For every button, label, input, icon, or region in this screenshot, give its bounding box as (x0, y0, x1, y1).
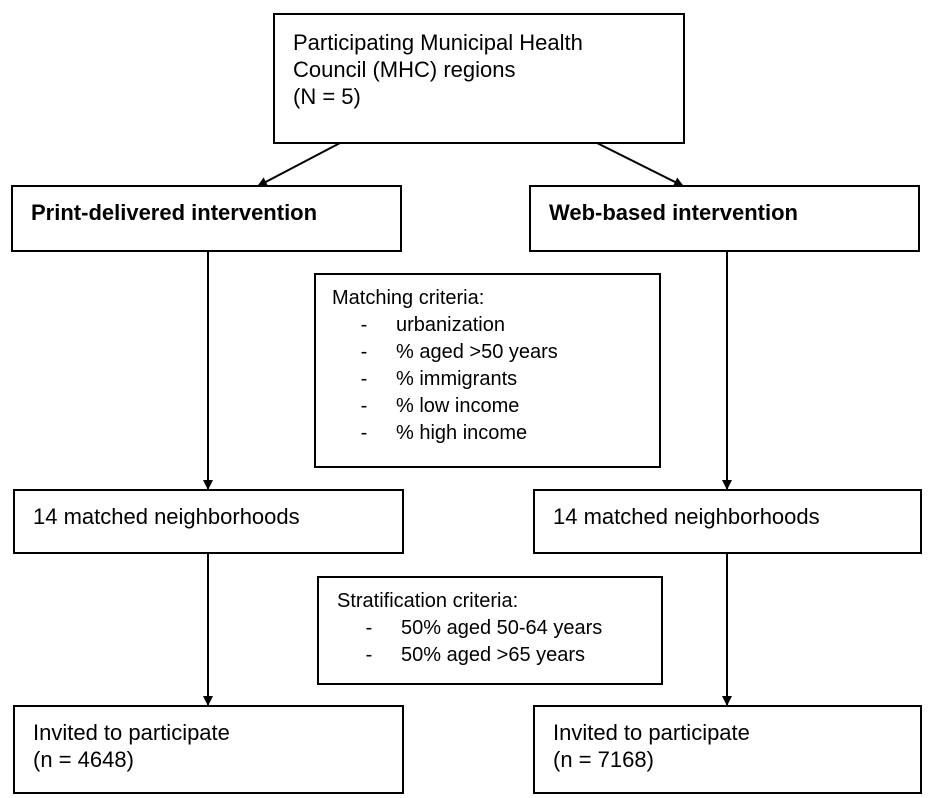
stratification-criteria-box: Stratification criteria: -50% aged 50-64… (317, 576, 663, 685)
right-invited-box: Invited to participate (n = 7168) (533, 705, 922, 794)
matching-criteria-box: Matching criteria: -urbanization -% aged… (314, 273, 661, 468)
matching-item: -% aged >50 years (360, 341, 558, 363)
right-invited-label: Invited to participate (553, 720, 750, 745)
arrow-top-to-print (257, 142, 341, 187)
arrow-top-to-web (596, 142, 684, 187)
left-invited-label: Invited to participate (33, 720, 230, 745)
right-neighborhoods-label: 14 matched neighborhoods (553, 504, 820, 529)
web-intervention-label: Web-based intervention (549, 200, 798, 225)
left-invited-box: Invited to participate (n = 4648) (13, 705, 404, 794)
matching-item: -% low income (360, 395, 520, 417)
print-intervention-box: Print-delivered intervention (11, 185, 402, 252)
mhc-line-2: Council (MHC) regions (293, 57, 516, 82)
matching-item: -% high income (360, 422, 528, 444)
stratification-item: -50% aged >65 years (365, 644, 586, 666)
stratification-item: -50% aged 50-64 years (365, 617, 603, 639)
left-invited-count: (n = 4648) (33, 747, 134, 772)
matching-item: -urbanization (360, 314, 505, 336)
stratification-title: Stratification criteria: (337, 590, 519, 612)
matching-title: Matching criteria: (332, 287, 485, 309)
matching-item: -% immigrants (360, 368, 518, 390)
left-neighborhoods-box: 14 matched neighborhoods (13, 489, 404, 554)
left-neighborhoods-label: 14 matched neighborhoods (33, 504, 300, 529)
right-invited-count: (n = 7168) (553, 747, 654, 772)
web-intervention-box: Web-based intervention (529, 185, 920, 252)
mhc-regions-box: Participating Municipal Health Council (… (273, 13, 685, 144)
mhc-line-1: Participating Municipal Health (293, 30, 583, 55)
print-intervention-label: Print-delivered intervention (31, 200, 318, 225)
mhc-line-3: (N = 5) (293, 84, 361, 109)
right-neighborhoods-box: 14 matched neighborhoods (533, 489, 922, 554)
